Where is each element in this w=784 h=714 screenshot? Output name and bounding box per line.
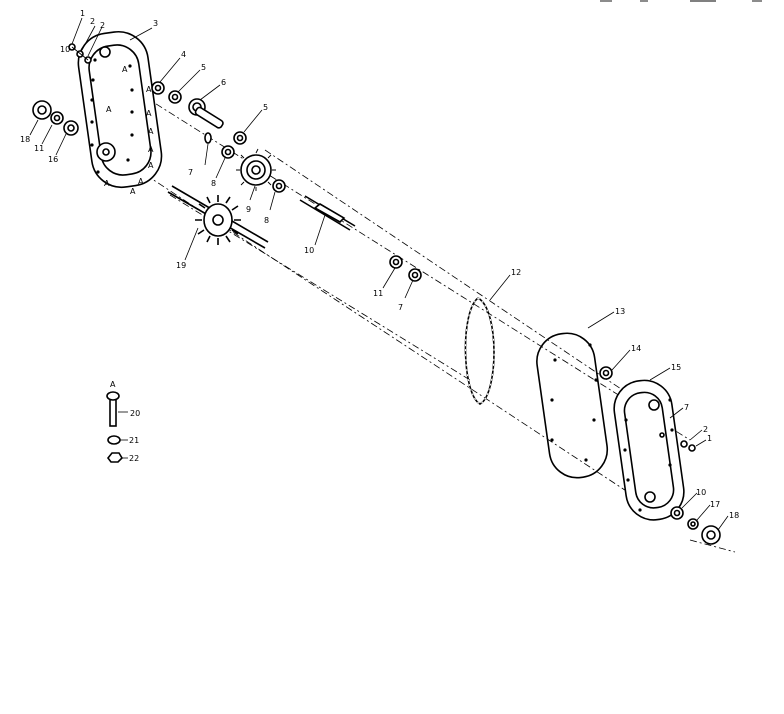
callout-5-b: 5: [263, 103, 268, 112]
callout-labels: 3 1 2 2 10 4 5 6 5 7 8 9 8 10 19 11 7 12…: [20, 9, 739, 520]
callout-19: 19: [176, 261, 186, 270]
callout-14: 14: [631, 344, 641, 353]
callout-A-cover-9: A: [130, 187, 136, 196]
left-upper-hardware: [68, 43, 92, 64]
callout-11-mid: 11: [373, 289, 383, 298]
callout-1-top: 1: [80, 9, 85, 18]
callout-18-right: 18: [729, 511, 739, 520]
callout-7-a: 7: [188, 168, 193, 177]
callout-A-cover-8: A: [138, 177, 144, 186]
left-bearing-stack: [32, 100, 79, 136]
callout-9: 9: [246, 205, 251, 214]
callout-17: 17: [710, 500, 720, 509]
callout-A-cover-10: A: [104, 179, 110, 188]
right-chain-case: [613, 379, 685, 521]
callout-A-cover-2: A: [146, 85, 152, 94]
callout-21: 21: [129, 436, 139, 445]
callout-1-right: 1: [707, 434, 712, 443]
leader-lines: [29, 17, 729, 531]
callout-A-cover-3: A: [106, 105, 112, 114]
idler-shaft: [299, 195, 356, 231]
right-bearing-stack: [670, 506, 721, 545]
callout-10-top: 10: [60, 45, 70, 54]
callout-10-right: 10: [696, 488, 706, 497]
callout-7-b: 7: [398, 303, 403, 312]
right-hardware: [680, 440, 696, 452]
washer-14: [599, 366, 613, 380]
lower-axis-washers: [389, 255, 422, 282]
callout-18-left: 18: [20, 135, 30, 144]
callout-4: 4: [181, 50, 186, 59]
callout-13: 13: [615, 307, 625, 316]
callout-2-top: 2: [90, 17, 95, 26]
callout-A-cover-5: A: [148, 127, 154, 136]
left-chain-case-cover: [77, 30, 163, 189]
callout-2-right: 2: [703, 425, 708, 434]
callout-22: 22: [129, 454, 139, 463]
fastener-legend: [106, 391, 124, 463]
callout-2-top-b: 2: [100, 21, 105, 30]
lower-sprocket-shaft: [167, 185, 269, 249]
callout-A-cover-6: A: [148, 145, 154, 154]
callout-20: 20: [130, 409, 140, 418]
callout-8-a: 8: [211, 179, 216, 188]
callout-12: 12: [511, 268, 521, 277]
callout-7-c: 7: [684, 403, 689, 412]
callout-A-cover-1: A: [122, 65, 128, 74]
callout-A-cover-4: A: [146, 109, 152, 118]
upper-axis-bushings: [151, 81, 182, 104]
bushing-7: [204, 132, 212, 144]
drive-chain: [464, 297, 495, 405]
callout-A-cover-7: A: [148, 161, 154, 170]
callout-6: 6: [221, 78, 226, 87]
callout-3-top: 3: [153, 19, 158, 28]
callout-11-left: 11: [34, 144, 44, 153]
callout-8-b: 8: [264, 216, 269, 225]
callout-A-legend: A: [110, 380, 116, 389]
callout-15: 15: [671, 363, 681, 372]
callout-10-mid: 10: [304, 246, 314, 255]
callout-5-a: 5: [201, 63, 206, 72]
gasket: [536, 332, 609, 479]
middle-gear: [221, 145, 286, 193]
callout-16: 16: [48, 155, 58, 164]
upper-sprocket-shaft: [188, 98, 247, 145]
